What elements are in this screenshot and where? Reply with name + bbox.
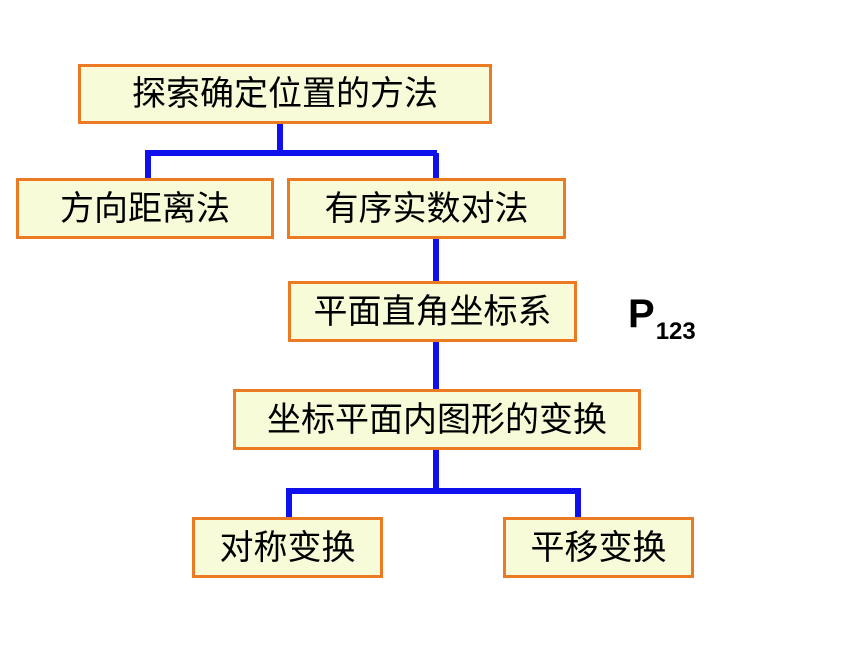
node-direction-distance: 方向距离法 (16, 178, 274, 239)
node-coordinate-system: 平面直角坐标系 (288, 281, 577, 342)
page-reference-letter: P (628, 292, 655, 336)
page-reference-number: 123 (655, 318, 696, 345)
node-ordered-pairs: 有序实数对法 (287, 178, 566, 239)
node-root: 探索确定位置的方法 (78, 64, 492, 124)
node-translation: 平移变换 (503, 517, 694, 578)
node-transformations: 坐标平面内图形的变换 (233, 389, 641, 450)
node-symmetry: 对称变换 (192, 517, 383, 578)
page-reference: P123 (628, 292, 696, 345)
